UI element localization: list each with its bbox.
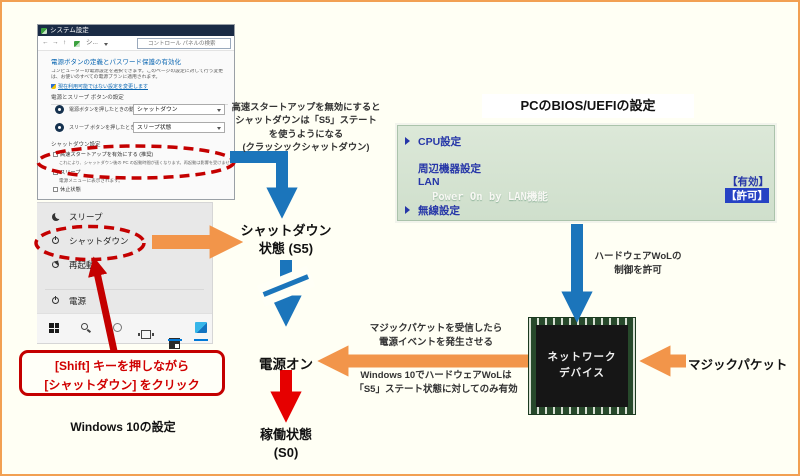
menu-item-restart-label: 再起動 (69, 260, 95, 270)
window-titlebar: システム設定 (38, 25, 234, 36)
wol-s5-only-note: Windows 10でハードウェアWoLは「S5」ステート状態に対してのみ有効 (354, 370, 518, 395)
menu-item-power[interactable]: 電源 (37, 291, 212, 311)
submenu-arrow-icon (405, 137, 410, 145)
hardware-wol-note: ハードウェアWoLの制御を許可 (594, 251, 682, 276)
powercfg-icon (74, 40, 80, 47)
bios-panel: CPU設定 周辺機器設定 LAN 【有効】 Power On by LAN機能 … (397, 125, 775, 221)
sleep-checkbox[interactable] (53, 170, 58, 175)
system-settings-window: システム設定 ← → ↑ シ... 電源ボタンの定義とパスワード保護の有効化 コ… (37, 24, 235, 200)
back-icon[interactable]: ← (42, 39, 49, 46)
window-title: システム設定 (50, 27, 89, 34)
network-device-chip: ネットワークデバイス (529, 318, 635, 414)
sleep-option-description: 電源メニューに表示されます。 (59, 178, 123, 183)
bios-item-lan[interactable]: LAN (418, 176, 440, 188)
window-toolbar: ← → ↑ シ... (38, 36, 234, 51)
menu-item-restart[interactable]: 再起動 (37, 255, 212, 275)
flow-break-mark (256, 265, 316, 307)
menu-item-sleep-label: スリープ (69, 212, 103, 222)
task-view-icon[interactable] (138, 330, 154, 339)
power-button-action-value: シャットダウン (137, 107, 178, 113)
fast-startup-note: 高速スタートアップを無効にするとシャットダウンは「S5」ステート を使うようにな… (231, 102, 381, 153)
windows-logo-icon[interactable] (49, 323, 59, 333)
app-icon-dark[interactable] (169, 338, 180, 349)
bios-uefi-title: PCのBIOS/UEFIの設定 (482, 94, 694, 118)
sleep-option-label: スリープ (60, 170, 81, 176)
menu-item-power-label: 電源 (69, 296, 87, 306)
menu-item-sleep[interactable]: スリープ (37, 207, 212, 227)
breadcrumb[interactable]: シ... (86, 39, 98, 46)
power-icon (52, 295, 59, 304)
settings-intro-text: コンピューターの電源設定を選択できます。このページの設定に対して行う変更は、お使… (51, 69, 223, 80)
shift-instruction-line1: [Shift] キーを押しながら (55, 359, 189, 373)
search-input[interactable] (137, 38, 231, 49)
start-power-menu: スリープ シャットダウン 再起動 電源 (37, 202, 213, 349)
network-device-label: ネットワークデバイス (536, 325, 628, 407)
menu-divider (45, 289, 204, 290)
bios-lan-value: 【有効】 (727, 176, 769, 188)
active-app-indicator (194, 339, 208, 341)
chevron-down-icon[interactable] (104, 43, 108, 46)
sleep-option-row[interactable]: スリープ (53, 170, 80, 176)
chevron-down-icon (217, 109, 221, 112)
restart-icon (52, 261, 59, 268)
submenu-arrow-icon (405, 206, 410, 214)
shift-instruction-box: [Shift] キーを押しながら [シャットダウン] をクリック (19, 350, 225, 396)
hibernate-row[interactable]: 休止状態 (53, 187, 81, 193)
bios-item-cpu[interactable]: CPU設定 (418, 136, 462, 148)
cortana-icon[interactable] (113, 323, 122, 332)
power-button-action-label: 電源ボタンを押したときの動作: (69, 107, 141, 113)
menu-item-shutdown-label: シャットダウン (69, 236, 129, 246)
moon-icon (52, 211, 63, 221)
active-app-indicator (168, 339, 182, 341)
bios-item-peripheral[interactable]: 周辺機器設定 (418, 163, 481, 175)
up-icon[interactable]: ↑ (63, 39, 67, 46)
state-s0-label: 稼働状態(S0) (259, 427, 312, 460)
magic-packet-receive-note: マジックパケットを受信したら電源イベントを発生させる (369, 323, 503, 348)
menu-item-shutdown[interactable]: シャットダウン (37, 231, 212, 251)
power-on-label: 電源オン (259, 357, 313, 372)
power-button-action-select[interactable]: シャットダウン (133, 104, 225, 115)
fast-startup-checkbox[interactable] (53, 152, 58, 157)
forward-icon[interactable]: → (52, 39, 59, 46)
magic-packet-label: マジックパケット (688, 358, 788, 372)
chevron-down-icon (217, 127, 221, 130)
fast-startup-label: 高速スタートアップを有効にする (推奨) (60, 152, 154, 158)
uac-shield-icon (51, 84, 56, 89)
bios-item-power-on-lan[interactable]: Power On by LAN機能 (432, 191, 548, 203)
sleep-button-action-label: スリープ ボタンを押したときの動作: (69, 125, 152, 131)
power-icon (52, 235, 59, 244)
shift-instruction-line2: [シャットダウン] をクリック (44, 377, 200, 392)
section-shutdown-settings: シャットダウン設定 (51, 142, 101, 148)
window-icon (41, 27, 47, 34)
bios-power-on-lan-value: 【許可】 (725, 188, 769, 203)
windows10-settings-label: Windows 10の設定 (70, 420, 176, 434)
fast-startup-row[interactable]: 高速スタートアップを有効にする (推奨) (53, 152, 153, 158)
taskbar-search-icon[interactable] (81, 323, 88, 330)
state-s5-label: シャットダウン状態 (S5) (240, 223, 332, 256)
sleep-button-action-select[interactable]: スリープ状態 (133, 122, 225, 133)
taskbar (37, 313, 212, 349)
arrow-faststartup-to-s5 (230, 151, 298, 219)
admin-settings-link[interactable]: 現在利用可能ではない設定を変更します (58, 84, 149, 90)
admin-settings-row[interactable]: 現在利用可能ではない設定を変更します (51, 84, 148, 90)
power-button-icon (55, 105, 64, 114)
sleep-button-icon (55, 123, 64, 132)
fast-startup-description: これにより、シャットダウン後の PC の起動時間が速くなります。再起動は影響を受… (59, 160, 231, 165)
bios-item-wireless[interactable]: 無線設定 (418, 205, 460, 217)
photos-app-icon[interactable] (195, 322, 207, 333)
sleep-button-action-value: スリープ状態 (137, 125, 172, 131)
power-button-settings-link[interactable]: 電源ボタンの定義とパスワード保護の有効化 (51, 59, 181, 66)
hibernate-label: 休止状態 (60, 187, 81, 193)
hibernate-checkbox[interactable] (53, 187, 58, 192)
